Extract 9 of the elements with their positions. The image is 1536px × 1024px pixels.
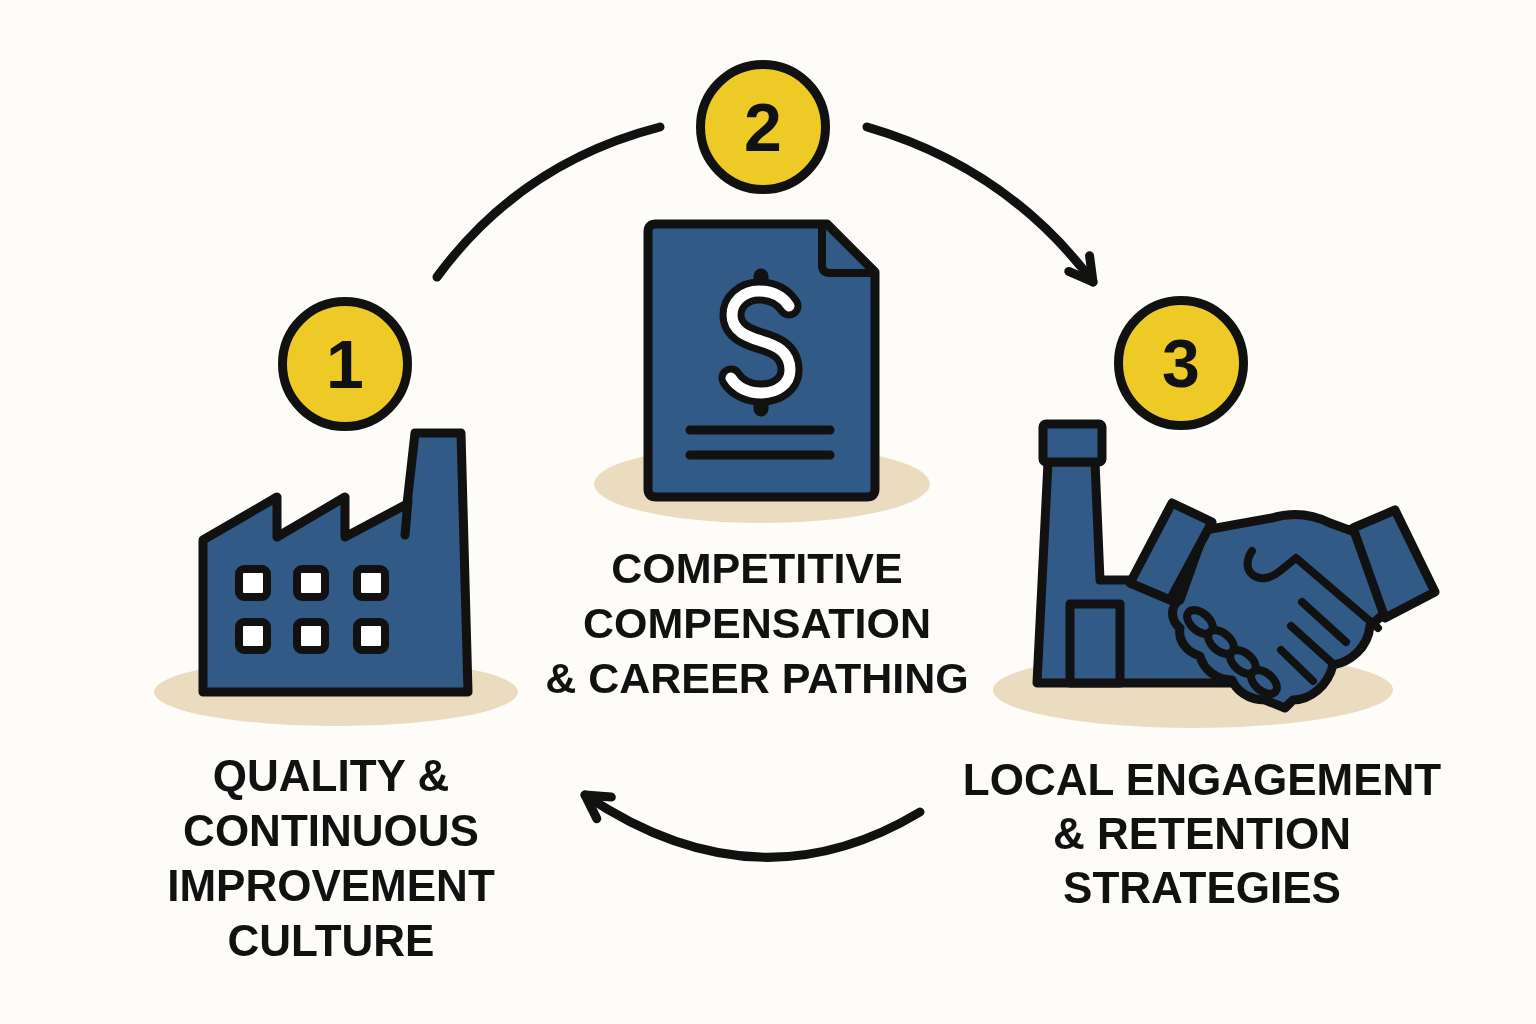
step-number: 3: [1162, 329, 1200, 397]
stage-title: COMPETITIVE COMPENSATION & CAREER PATHING: [527, 541, 987, 706]
stage-title: QUALITY & CONTINUOUS IMPROVEMENT CULTURE: [146, 748, 516, 968]
curved-line: [432, 122, 665, 282]
curved-arrow: [580, 790, 925, 862]
step-number: 1: [326, 330, 364, 398]
curved-arrow: [862, 122, 1098, 287]
stage-title: LOCAL ENGAGEMENT & RETENTION STRATEGIES: [952, 753, 1452, 915]
step-number: 2: [744, 93, 782, 161]
